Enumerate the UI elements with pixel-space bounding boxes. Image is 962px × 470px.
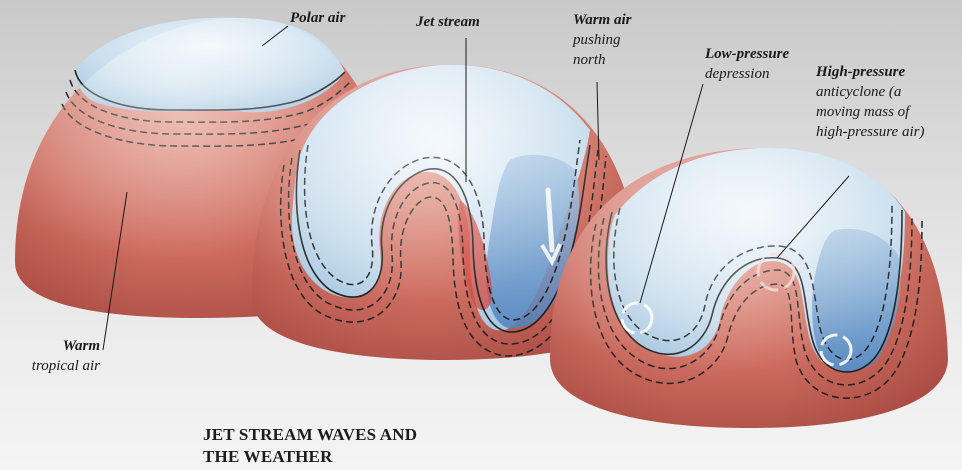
- title-line-1: JET STREAM WAVES AND: [203, 424, 443, 446]
- label-polar-air: Polar air: [290, 8, 345, 28]
- label-warm-tropical-air: Warm tropical air: [10, 336, 100, 376]
- label-low-pressure: Low-pressure depression: [705, 44, 789, 84]
- diagram-title: JET STREAM WAVES AND THE WEATHER: [203, 424, 443, 468]
- label-jet-stream: Jet stream: [416, 12, 480, 32]
- title-line-2: THE WEATHER: [203, 446, 443, 468]
- label-high-pressure: High-pressure anticyclone (a moving mass…: [816, 62, 924, 142]
- label-warm-air: Warm air pushing north: [573, 10, 631, 70]
